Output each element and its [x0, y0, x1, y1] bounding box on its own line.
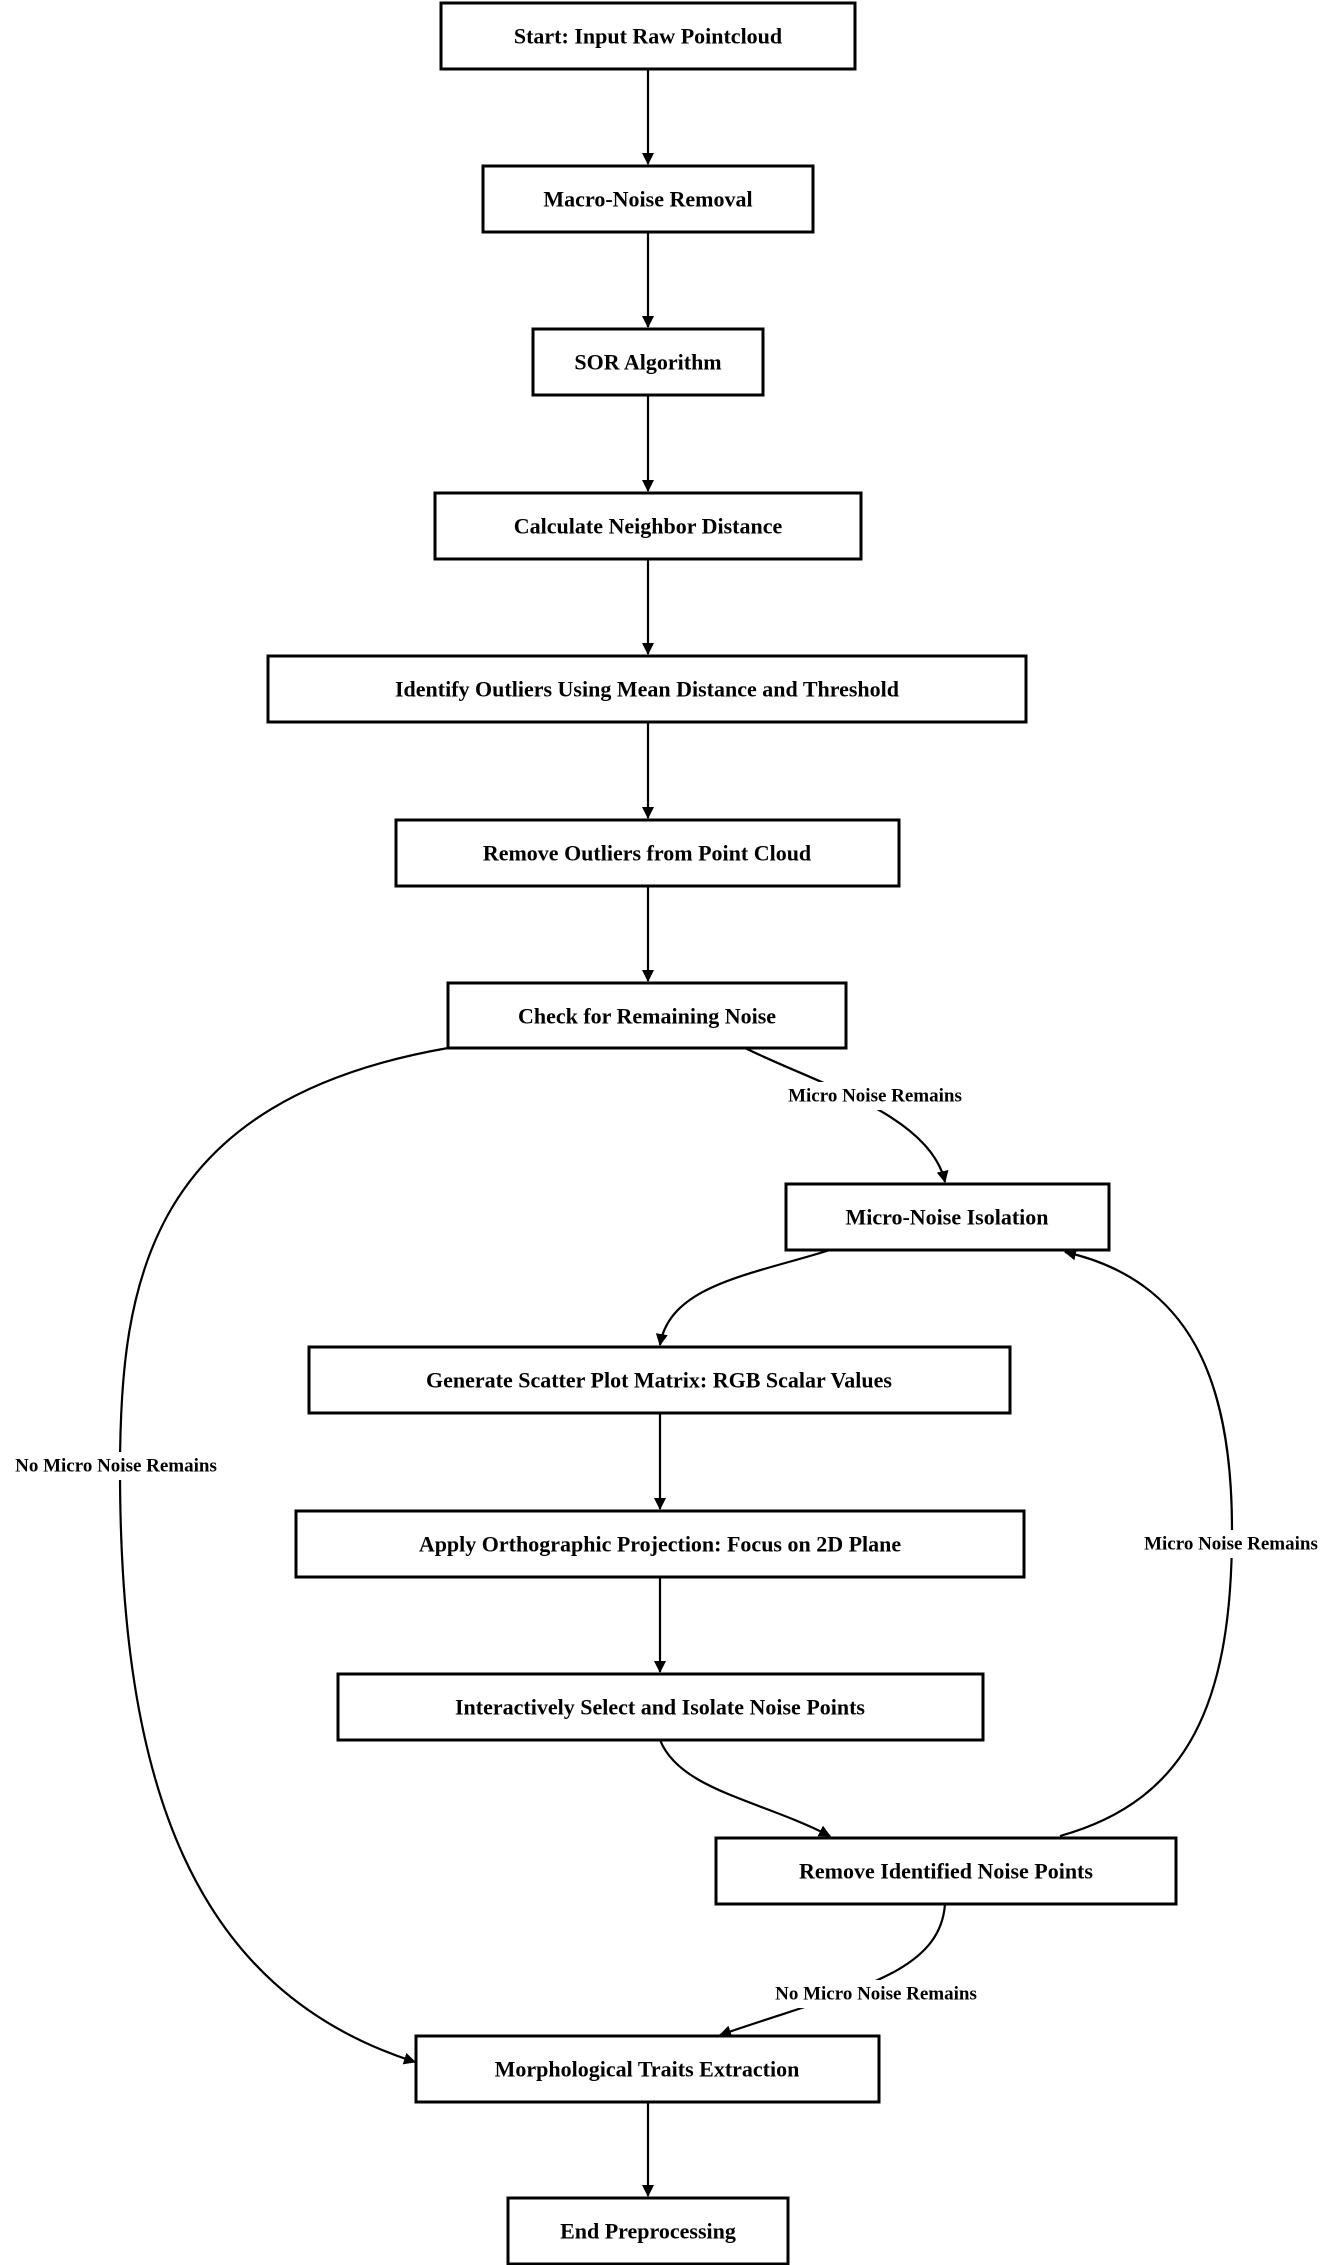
node-macro-noise-removal-label: Macro-Noise Removal — [543, 187, 752, 212]
node-remove-identified-noise-label: Remove Identified Noise Points — [799, 1859, 1093, 1884]
node-micro-noise-isolation-label: Micro-Noise Isolation — [845, 1205, 1048, 1230]
node-end-preprocessing-label: End Preprocessing — [560, 2219, 736, 2244]
edge-remove-identified-to-morphological — [719, 1903, 947, 2038]
node-select-isolate-noise-label: Interactively Select and Isolate Noise P… — [455, 1695, 865, 1720]
edge-label-check-to-micro: Micro Noise Remains — [788, 1086, 962, 1107]
node-end-preprocessing: End Preprocessing — [506, 2196, 790, 2265]
node-sor-algorithm: SOR Algorithm — [531, 327, 765, 397]
edge-label-remove-to-micro: Micro Noise Remains — [1144, 1534, 1318, 1555]
node-identify-outliers-label: Identify Outliers Using Mean Distance an… — [395, 677, 899, 702]
node-start: Start: Input Raw Pointcloud — [439, 1, 857, 71]
node-select-isolate-noise: Interactively Select and Isolate Noise P… — [336, 1672, 985, 1742]
edge-label-remove-to-morph: No Micro Noise Remains — [775, 1984, 977, 2005]
node-start-label: Start: Input Raw Pointcloud — [514, 24, 782, 49]
node-micro-noise-isolation: Micro-Noise Isolation — [784, 1182, 1111, 1252]
node-sor-algorithm-label: SOR Algorithm — [574, 350, 721, 375]
node-calculate-neighbor-distance: Calculate Neighbor Distance — [433, 491, 863, 561]
node-morphological-traits-label: Morphological Traits Extraction — [495, 2057, 800, 2082]
edge-labels: Micro Noise Remains No Micro Noise Remai… — [0, 1082, 1332, 2008]
node-check-remaining-noise: Check for Remaining Noise — [446, 981, 848, 1050]
edge-check-to-micro-isolation — [744, 1047, 949, 1183]
node-remove-outliers-label: Remove Outliers from Point Cloud — [483, 841, 811, 866]
node-check-remaining-noise-label: Check for Remaining Noise — [518, 1004, 776, 1029]
edge-select-to-remove-identified — [658, 1739, 831, 1837]
node-macro-noise-removal: Macro-Noise Removal — [481, 164, 815, 234]
node-remove-outliers: Remove Outliers from Point Cloud — [394, 818, 901, 888]
node-generate-scatter-plot-label: Generate Scatter Plot Matrix: RGB Scalar… — [426, 1368, 892, 1393]
node-identify-outliers: Identify Outliers Using Mean Distance an… — [266, 654, 1028, 724]
node-remove-identified-noise: Remove Identified Noise Points — [714, 1836, 1178, 1906]
node-generate-scatter-plot: Generate Scatter Plot Matrix: RGB Scalar… — [307, 1345, 1012, 1415]
node-morphological-traits: Morphological Traits Extraction — [414, 2034, 881, 2104]
node-orthographic-projection: Apply Orthographic Projection: Focus on … — [294, 1509, 1026, 1579]
edge-label-check-to-morph: No Micro Noise Remains — [15, 1456, 217, 1477]
node-calculate-neighbor-distance-label: Calculate Neighbor Distance — [514, 514, 783, 539]
node-orthographic-projection-label: Apply Orthographic Projection: Focus on … — [419, 1532, 902, 1557]
edge-micro-isolation-to-scatter — [655, 1248, 831, 1346]
